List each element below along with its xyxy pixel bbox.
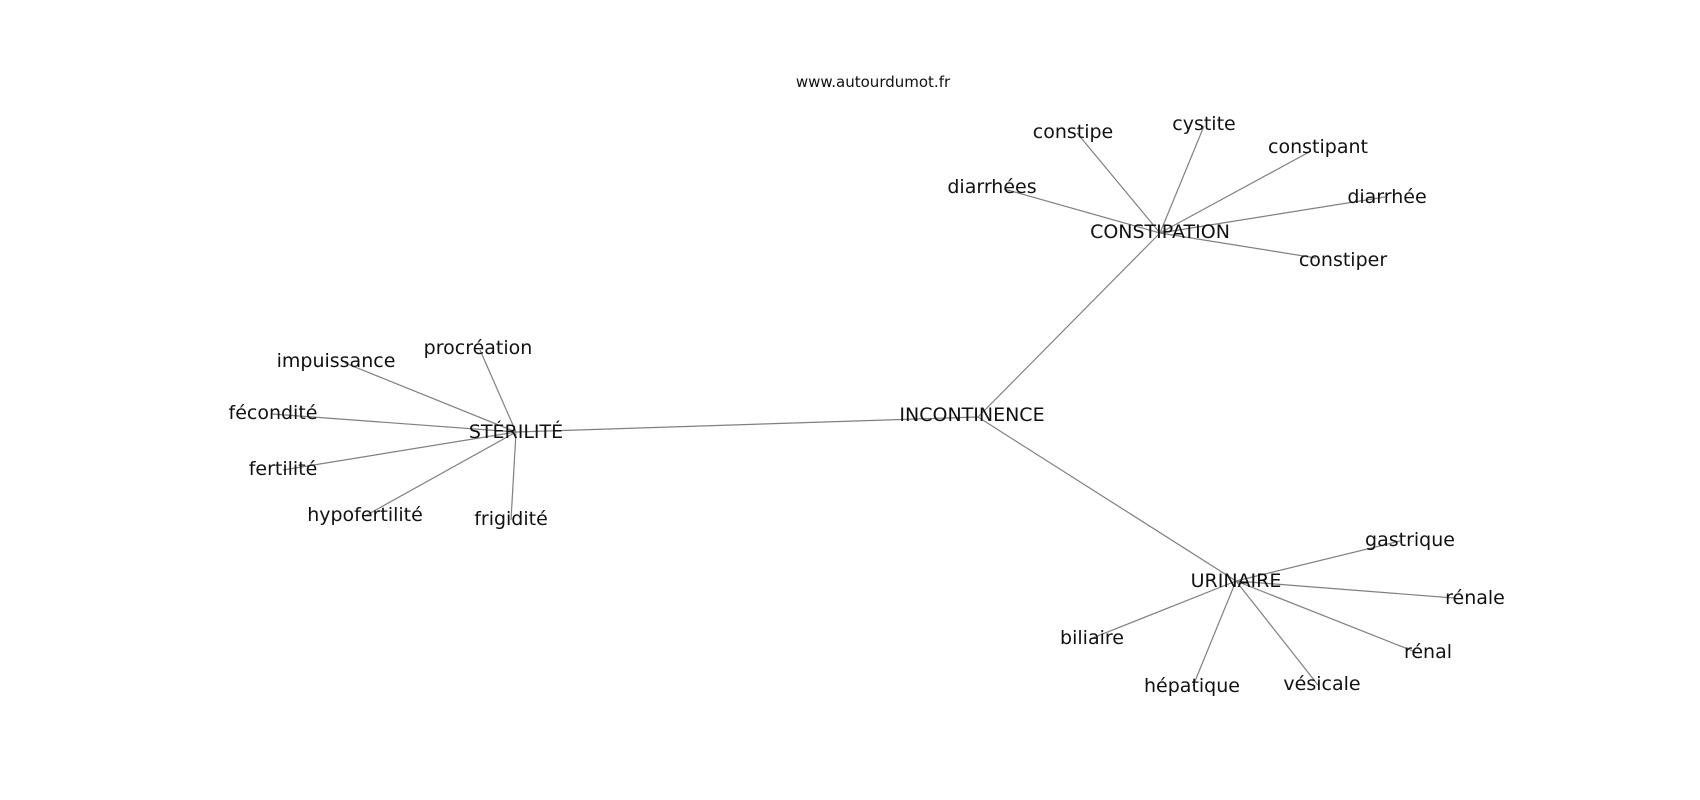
- edge-urinaire-vesicale: [1235, 580, 1319, 686]
- node-sterilite[interactable]: STÉRILITÉ: [469, 420, 563, 443]
- edge-constipation-cystite: [1159, 125, 1205, 234]
- node-diarrhee[interactable]: diarrhée: [1347, 186, 1426, 208]
- site-watermark: www.autourdumot.fr: [796, 73, 951, 91]
- edge-sterilite-procreation: [479, 349, 517, 433]
- edge-urinaire-renale: [1235, 580, 1455, 599]
- node-renale[interactable]: rénale: [1445, 587, 1505, 609]
- node-fecondite[interactable]: fécondité: [229, 402, 318, 424]
- node-constipation[interactable]: CONSTIPATION: [1090, 221, 1230, 243]
- edge-constipation-diarrhees: [1003, 188, 1161, 234]
- node-fertilite[interactable]: fertilité: [249, 458, 318, 480]
- edge-incontinence-urinaire: [977, 416, 1237, 582]
- node-constipe[interactable]: constipe: [1033, 121, 1114, 143]
- node-hypofertilite[interactable]: hypofertilité: [307, 504, 423, 526]
- node-urinaire[interactable]: URINAIRE: [1191, 570, 1282, 592]
- node-cystite[interactable]: cystite: [1172, 113, 1235, 135]
- node-impuissance[interactable]: impuissance: [277, 350, 396, 372]
- node-constipant[interactable]: constipant: [1268, 136, 1368, 158]
- edge-sterilite-hypofertilite: [364, 431, 517, 517]
- edge-urinaire-biliaire: [1089, 580, 1237, 640]
- node-diarrhees[interactable]: diarrhées: [947, 176, 1036, 198]
- node-procreation[interactable]: procréation: [424, 337, 533, 359]
- node-vesicale[interactable]: vésicale: [1283, 673, 1360, 695]
- edge-sterilite-impuissance: [344, 362, 517, 433]
- edge-constipation-diarrhee: [1159, 196, 1386, 234]
- node-frigidite[interactable]: frigidité: [474, 508, 548, 530]
- edge-sterilite-frigidite: [510, 431, 517, 521]
- edge-incontinence-constipation: [977, 232, 1161, 418]
- node-gastrique[interactable]: gastrique: [1365, 529, 1455, 551]
- edge-constipation-constiper: [1159, 232, 1317, 259]
- edge-urinaire-hepatique: [1192, 580, 1237, 687]
- node-hepatique[interactable]: hépatique: [1144, 675, 1240, 697]
- edge-incontinence-sterilite: [515, 416, 979, 433]
- edge-urinaire-renal: [1235, 580, 1419, 654]
- node-incontinence[interactable]: INCONTINENCE: [899, 404, 1044, 426]
- edge-sterilite-fertilite: [282, 431, 517, 471]
- node-biliaire[interactable]: biliaire: [1060, 627, 1124, 649]
- edge-constipation-constipant: [1159, 150, 1312, 234]
- edge-sterilite-fecondite: [271, 413, 517, 433]
- node-constiper[interactable]: constiper: [1299, 249, 1387, 271]
- graph-edges: [271, 125, 1455, 687]
- graph-labels: INCONTINENCE STÉRILITÉ CONSTIPATION URIN…: [229, 113, 1505, 697]
- edge-constipation-constipe: [1076, 132, 1161, 234]
- edge-urinaire-gastrique: [1235, 540, 1401, 582]
- node-renal[interactable]: rénal: [1404, 641, 1452, 663]
